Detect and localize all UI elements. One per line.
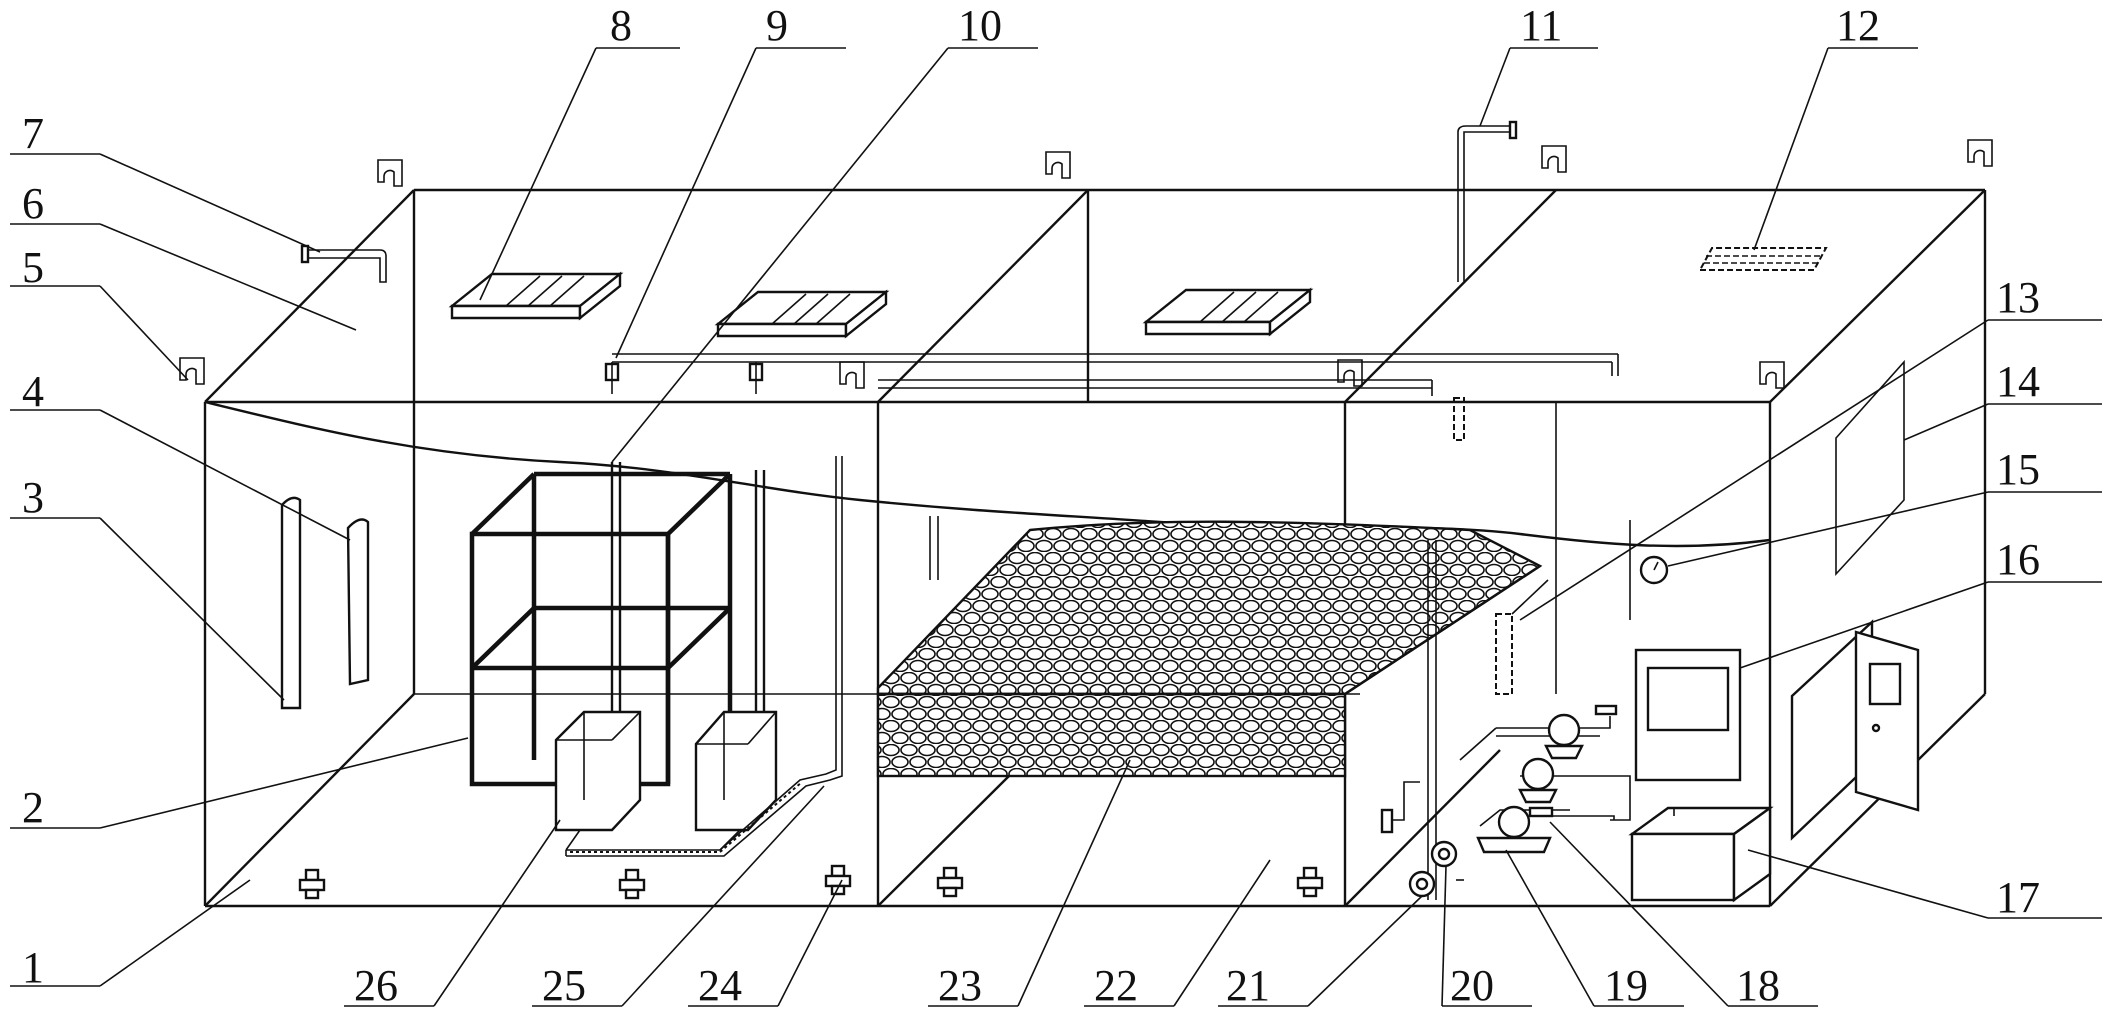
callout-label-12: 12 xyxy=(1836,1,1880,50)
callout-leader-12 xyxy=(1753,47,1829,251)
callout-leader-22 xyxy=(1173,859,1271,1007)
callout-leader-16 xyxy=(1739,581,1989,669)
dashed-baffle xyxy=(1453,397,1549,695)
gravel-front-depth xyxy=(1344,564,1541,696)
callout-label-23: 23 xyxy=(938,961,982,1010)
callout-label-11: 11 xyxy=(1520,1,1562,50)
control-panel xyxy=(1634,648,1742,782)
callout-label-6: 6 xyxy=(22,179,44,228)
exhaust-vent xyxy=(1698,247,1828,271)
callout-label-2: 2 xyxy=(22,783,44,832)
callout-label-16: 16 xyxy=(1996,535,2040,584)
cutaway-edge xyxy=(204,400,1771,548)
callout-label-1: 1 xyxy=(22,943,44,992)
callout-leader-21 xyxy=(1307,895,1423,1007)
right-chamber-walls xyxy=(1427,402,1631,900)
callout-leader-3 xyxy=(99,517,285,701)
callout-leader-11 xyxy=(1479,47,1511,127)
callout-leader-25 xyxy=(621,785,825,1007)
air-hose xyxy=(565,456,843,857)
callout-leader-1 xyxy=(99,879,251,987)
callout-leader-15 xyxy=(1667,491,1989,567)
blower xyxy=(1380,781,1464,898)
callout-label-8: 8 xyxy=(610,1,632,50)
callout-label-24: 24 xyxy=(698,961,742,1010)
gravel-bed xyxy=(876,520,1543,778)
callout-label-22: 22 xyxy=(1094,961,1138,1010)
callout-leader-6 xyxy=(99,223,357,331)
pressure-gauge xyxy=(1639,555,1669,585)
top-pipes xyxy=(604,353,1619,396)
callout-leader-26 xyxy=(433,819,561,1007)
callout-label-7: 7 xyxy=(22,109,44,158)
callout-leader-4 xyxy=(99,409,351,541)
callout-label-21: 21 xyxy=(1226,961,1270,1010)
callout-label-10: 10 xyxy=(958,1,1002,50)
side-door xyxy=(1790,619,1920,841)
callout-label-14: 14 xyxy=(1996,357,2040,406)
callout-label-5: 5 xyxy=(22,243,44,292)
callout-label-3: 3 xyxy=(22,473,44,522)
mounting-frame xyxy=(469,471,733,787)
roof-pipe-left xyxy=(300,244,387,283)
callout-leader-2 xyxy=(99,737,469,829)
callout-leader-5 xyxy=(99,285,189,381)
callout-label-20: 20 xyxy=(1450,961,1494,1010)
leader-lines xyxy=(10,47,2102,1007)
callout-leader-13 xyxy=(1519,319,1989,621)
callout-leader-19 xyxy=(1505,849,1595,1007)
callout-leader-10 xyxy=(611,47,949,463)
lifting-lugs xyxy=(179,139,1993,389)
pump-group xyxy=(1459,704,1631,854)
callout-leader-8 xyxy=(479,47,597,301)
callout-leader-24 xyxy=(777,879,843,1007)
callout-leader-9 xyxy=(615,47,757,359)
callout-label-13: 13 xyxy=(1996,273,2040,322)
callout-label-25: 25 xyxy=(542,961,586,1010)
callout-leader-7 xyxy=(99,153,321,253)
callout-label-18: 18 xyxy=(1736,961,1780,1010)
callout-label-26: 26 xyxy=(354,961,398,1010)
support-feet xyxy=(298,864,1324,900)
wall-strips xyxy=(280,496,370,710)
callout-label-19: 19 xyxy=(1604,961,1648,1010)
callout-leader-14 xyxy=(1903,403,1989,441)
skylights xyxy=(448,271,1314,339)
callout-leader-20 xyxy=(1441,865,1447,1007)
callout-label-9: 9 xyxy=(766,1,788,50)
storage-tank xyxy=(1628,805,1774,903)
callout-label-4: 4 xyxy=(22,367,44,416)
callout-leader-17 xyxy=(1747,849,1989,919)
callout-leader-18 xyxy=(1549,821,1729,1007)
callout-leader-23 xyxy=(1017,759,1131,1007)
callout-label-17: 17 xyxy=(1996,873,2040,922)
side-window xyxy=(1835,359,1905,577)
aerator-units xyxy=(554,462,778,832)
roof-pipe-right xyxy=(1457,120,1518,282)
callout-label-15: 15 xyxy=(1996,445,2040,494)
